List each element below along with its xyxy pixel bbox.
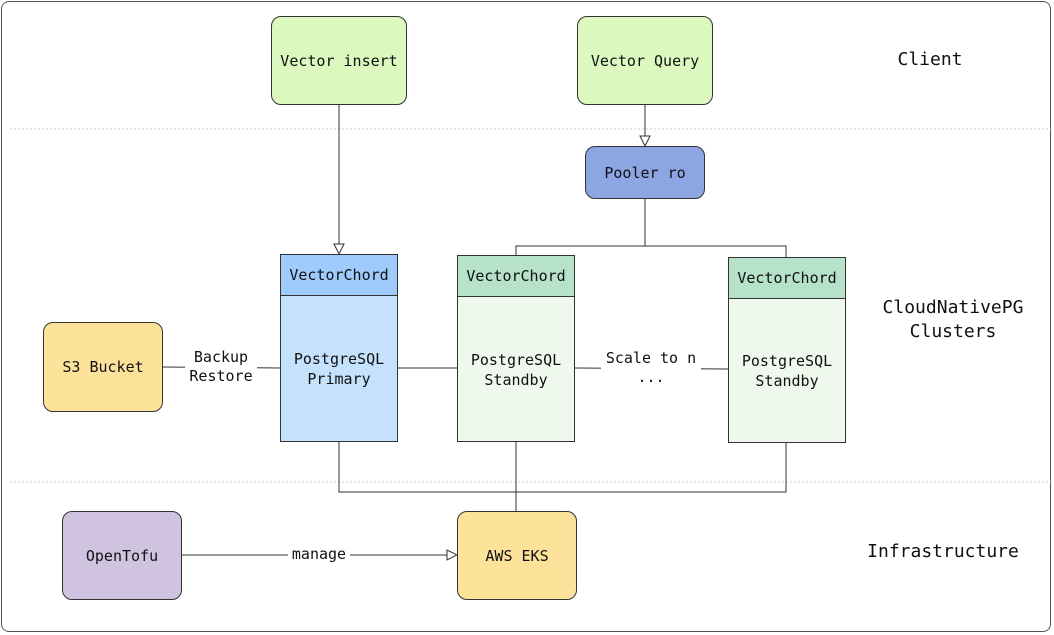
- standby-header: VectorChord: [458, 256, 574, 297]
- standby-body: PostgreSQL Standby: [458, 297, 574, 442]
- standby-line1: PostgreSQL: [470, 350, 562, 369]
- vector-insert-label: Vector insert: [280, 51, 398, 70]
- backup-restore-label: Backup Restore: [185, 348, 257, 386]
- aws-eks-label: AWS EKS: [485, 546, 549, 565]
- tier-client-label: Client: [897, 49, 963, 70]
- primary-line1: PostgreSQL: [293, 350, 385, 368]
- primary-header: VectorChord: [281, 255, 397, 296]
- s3-bucket-node: S3 Bucket: [43, 322, 163, 412]
- opentofu-label: OpenTofu: [85, 546, 159, 565]
- opentofu-node: OpenTofu: [62, 511, 182, 600]
- primary-body: PostgreSQL Primary: [281, 296, 397, 442]
- clusters-to-eks-line: [338, 442, 787, 493]
- restore-text: Restore: [189, 367, 253, 385]
- manage-label: manage: [288, 545, 350, 564]
- postgres-primary-node: VectorChord PostgreSQL Primary: [280, 254, 398, 442]
- primary-line2: Primary: [307, 370, 371, 388]
- scale-line2: ...: [637, 368, 665, 386]
- pooler-label: Pooler ro: [604, 163, 686, 182]
- tier-cluster-line1: CloudNativePG: [882, 297, 1024, 318]
- tier-cluster-label: CloudNativePG Clusters: [873, 296, 1033, 344]
- vector-query-label: Vector Query: [590, 51, 700, 70]
- standby-n-line1: PostgreSQL: [741, 352, 833, 370]
- scale-line1: Scale to n: [605, 349, 697, 367]
- standby-fanout-line: [515, 245, 787, 257]
- s3-bucket-label: S3 Bucket: [62, 358, 144, 376]
- standby-n-body: PostgreSQL Standby: [729, 299, 845, 443]
- vector-insert-node: Vector insert: [271, 16, 407, 105]
- tier-infra-label: Infrastructure: [867, 541, 1019, 562]
- postgres-standby-node: VectorChord PostgreSQL Standby: [457, 255, 575, 442]
- pooler-node: Pooler ro: [585, 146, 705, 199]
- postgres-standby-n-node: VectorChord PostgreSQL Standby: [728, 257, 846, 443]
- vector-query-node: Vector Query: [577, 16, 713, 105]
- tier-cluster-line2: Clusters: [909, 321, 997, 342]
- aws-eks-node: AWS EKS: [457, 511, 577, 600]
- standby-n-line2: Standby: [755, 372, 819, 390]
- scale-label: Scale to n ...: [601, 349, 701, 387]
- standby-n-header: VectorChord: [729, 258, 845, 299]
- standby-line2: Standby: [484, 370, 548, 389]
- backup-text: Backup: [193, 348, 249, 366]
